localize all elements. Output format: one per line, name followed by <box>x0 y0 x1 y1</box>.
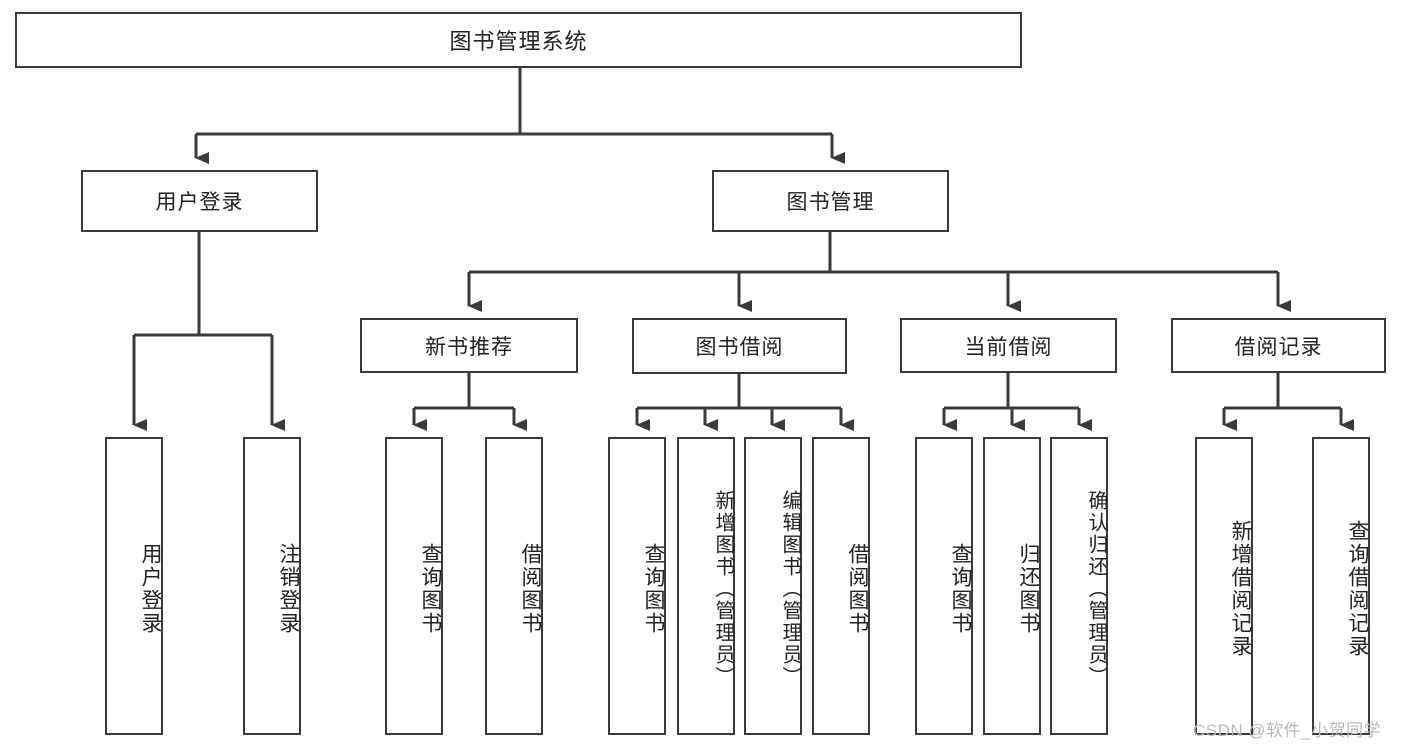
node-new-book-recommendation[interactable]: 新书推荐 <box>360 318 578 373</box>
node-leaf-query-book-new[interactable]: 查询图书 <box>385 437 443 735</box>
node-label: 用户登录 <box>139 543 162 635</box>
node-borrow-record[interactable]: 借阅记录 <box>1171 318 1386 373</box>
node-label: 当前借阅 <box>964 335 1053 359</box>
node-label: 借阅记录 <box>1234 335 1323 359</box>
node-user-login[interactable]: 用户登录 <box>81 170 318 232</box>
node-leaf-borrow-book[interactable]: 借阅图书 <box>812 437 870 735</box>
node-book-manage[interactable]: 图书管理 <box>712 170 949 232</box>
node-leaf-query-borrow-record[interactable]: 查询借阅记录 <box>1312 437 1370 735</box>
node-leaf-user-logout[interactable]: 注销登录 <box>243 437 301 735</box>
node-current-borrow[interactable]: 当前借阅 <box>900 318 1117 373</box>
node-leaf-query-book-borrow[interactable]: 查询图书 <box>608 437 666 735</box>
node-label: 新增借阅记录 <box>1229 520 1252 658</box>
node-leaf-confirm-return-admin[interactable]: 确认归还（管理员） <box>1050 437 1108 735</box>
node-leaf-return-book[interactable]: 归还图书 <box>983 437 1041 735</box>
node-leaf-user-login[interactable]: 用户登录 <box>105 437 163 735</box>
node-label: 编辑图书（管理员） <box>779 490 801 688</box>
node-leaf-edit-book-admin[interactable]: 编辑图书（管理员） <box>744 437 802 735</box>
node-label: 查询图书 <box>949 543 972 635</box>
node-label: 图书借阅 <box>695 336 784 359</box>
node-label: 借阅图书 <box>519 543 542 635</box>
node-label: 注销登录 <box>277 543 300 635</box>
node-label: 确认归还（管理员） <box>1085 490 1107 688</box>
node-label: 新书推荐 <box>425 335 513 359</box>
node-label: 归还图书 <box>1017 543 1040 635</box>
node-label: 借阅图书 <box>846 543 869 635</box>
node-label: 用户登录 <box>155 191 244 214</box>
node-book-borrow[interactable]: 图书借阅 <box>632 318 847 374</box>
node-label: 查询图书 <box>419 543 442 635</box>
node-leaf-borrow-book-new[interactable]: 借阅图书 <box>485 437 543 735</box>
node-label: 图书管理系统 <box>449 29 588 54</box>
node-leaf-add-book-admin[interactable]: 新增图书（管理员） <box>677 437 735 735</box>
node-leaf-query-book-current[interactable]: 查询图书 <box>915 437 973 735</box>
node-label: 查询借阅记录 <box>1346 520 1369 658</box>
node-label: 新增图书（管理员） <box>712 490 734 688</box>
node-root-book-management-system[interactable]: 图书管理系统 <box>15 12 1022 68</box>
node-label: 查询图书 <box>642 543 665 635</box>
node-label: 图书管理 <box>786 191 875 214</box>
node-leaf-add-borrow-record[interactable]: 新增借阅记录 <box>1195 437 1253 735</box>
